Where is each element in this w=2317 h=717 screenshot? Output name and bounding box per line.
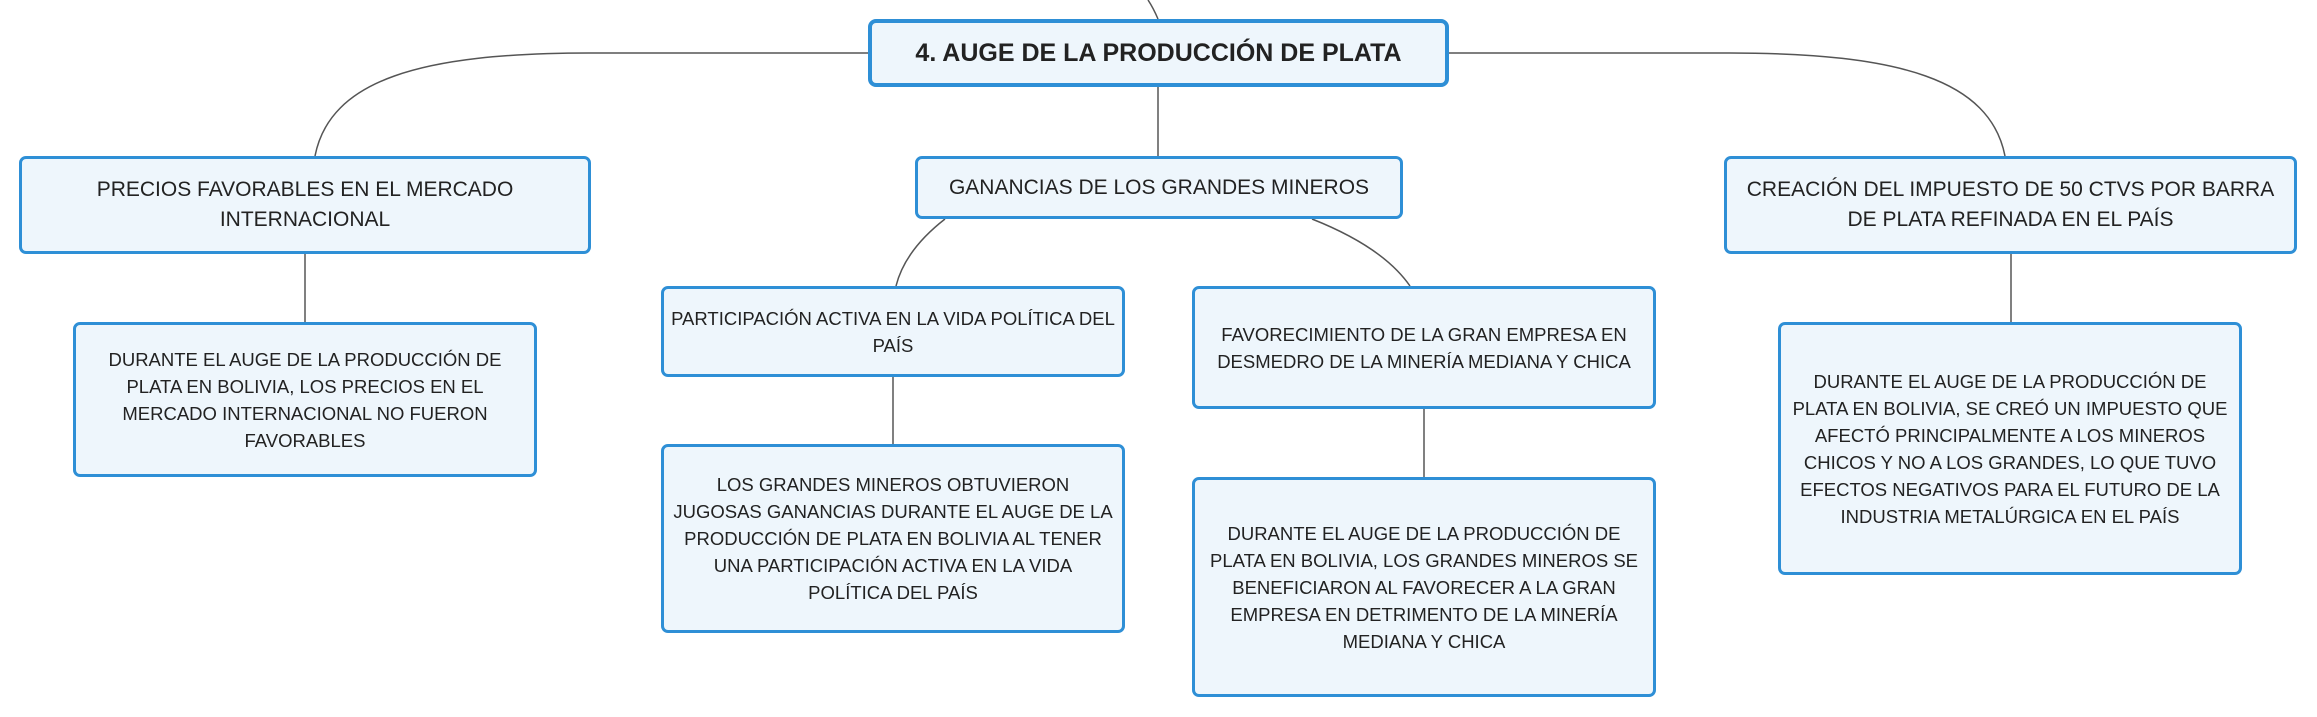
subtopic-precios-detalle[interactable]: DURANTE EL AUGE DE LA PRODUCCIÓN DE PLAT… <box>73 322 537 477</box>
topic-label: GANANCIAS DE LOS GRANDES MINEROS <box>948 175 1370 199</box>
subtopic-participacion-detalle[interactable]: LOS GRANDES MINEROS OBTUVIERON JUGOSAS G… <box>661 444 1125 633</box>
connector-root-left <box>314 52 868 157</box>
central-topic-label: 4. AUGE DE LA PRODUCCIÓN DE PLATA <box>915 38 1402 67</box>
subtopic-label: DURANTE EL AUGE DE LA PRODUCCIÓN DE PLAT… <box>1209 522 1639 652</box>
subtopic-favorecimiento-detalle[interactable]: DURANTE EL AUGE DE LA PRODUCCIÓN DE PLAT… <box>1192 477 1656 697</box>
connector-root-right <box>1449 52 2006 157</box>
topic-precios-favorables[interactable]: PRECIOS FAVORABLES EN EL MERCADO INTERNA… <box>19 156 591 254</box>
connector-parent-root <box>1147 0 1159 20</box>
topic-ganancias-grandes-mineros[interactable]: GANANCIAS DE LOS GRANDES MINEROS <box>915 156 1403 219</box>
subtopic-label: DURANTE EL AUGE DE LA PRODUCCIÓN DE PLAT… <box>108 348 502 451</box>
subtopic-label: LOS GRANDES MINEROS OBTUVIERON JUGOSAS G… <box>673 474 1113 603</box>
subtopic-label: PARTICIPACIÓN ACTIVA EN LA VIDA POLÍTICA… <box>671 307 1115 356</box>
topic-label: CREACIÓN DEL IMPUESTO DE 50 CTVS POR BAR… <box>1746 178 2275 231</box>
topic-label: PRECIOS FAVORABLES EN EL MERCADO INTERNA… <box>96 178 514 231</box>
connector-mid-right <box>1311 218 1411 287</box>
connector-mid-left <box>895 218 946 287</box>
subtopic-label: DURANTE EL AUGE DE LA PRODUCCIÓN DE PLAT… <box>1792 370 2228 527</box>
subtopic-favorecimiento-gran-empresa[interactable]: FAVORECIMIENTO DE LA GRAN EMPRESA EN DES… <box>1192 286 1656 409</box>
topic-creacion-impuesto[interactable]: CREACIÓN DEL IMPUESTO DE 50 CTVS POR BAR… <box>1724 156 2297 254</box>
subtopic-impuesto-detalle[interactable]: DURANTE EL AUGE DE LA PRODUCCIÓN DE PLAT… <box>1778 322 2242 575</box>
subtopic-label: FAVORECIMIENTO DE LA GRAN EMPRESA EN DES… <box>1217 323 1631 372</box>
subtopic-participacion-politica[interactable]: PARTICIPACIÓN ACTIVA EN LA VIDA POLÍTICA… <box>661 286 1125 377</box>
central-topic-node[interactable]: 4. AUGE DE LA PRODUCCIÓN DE PLATA <box>868 19 1449 87</box>
